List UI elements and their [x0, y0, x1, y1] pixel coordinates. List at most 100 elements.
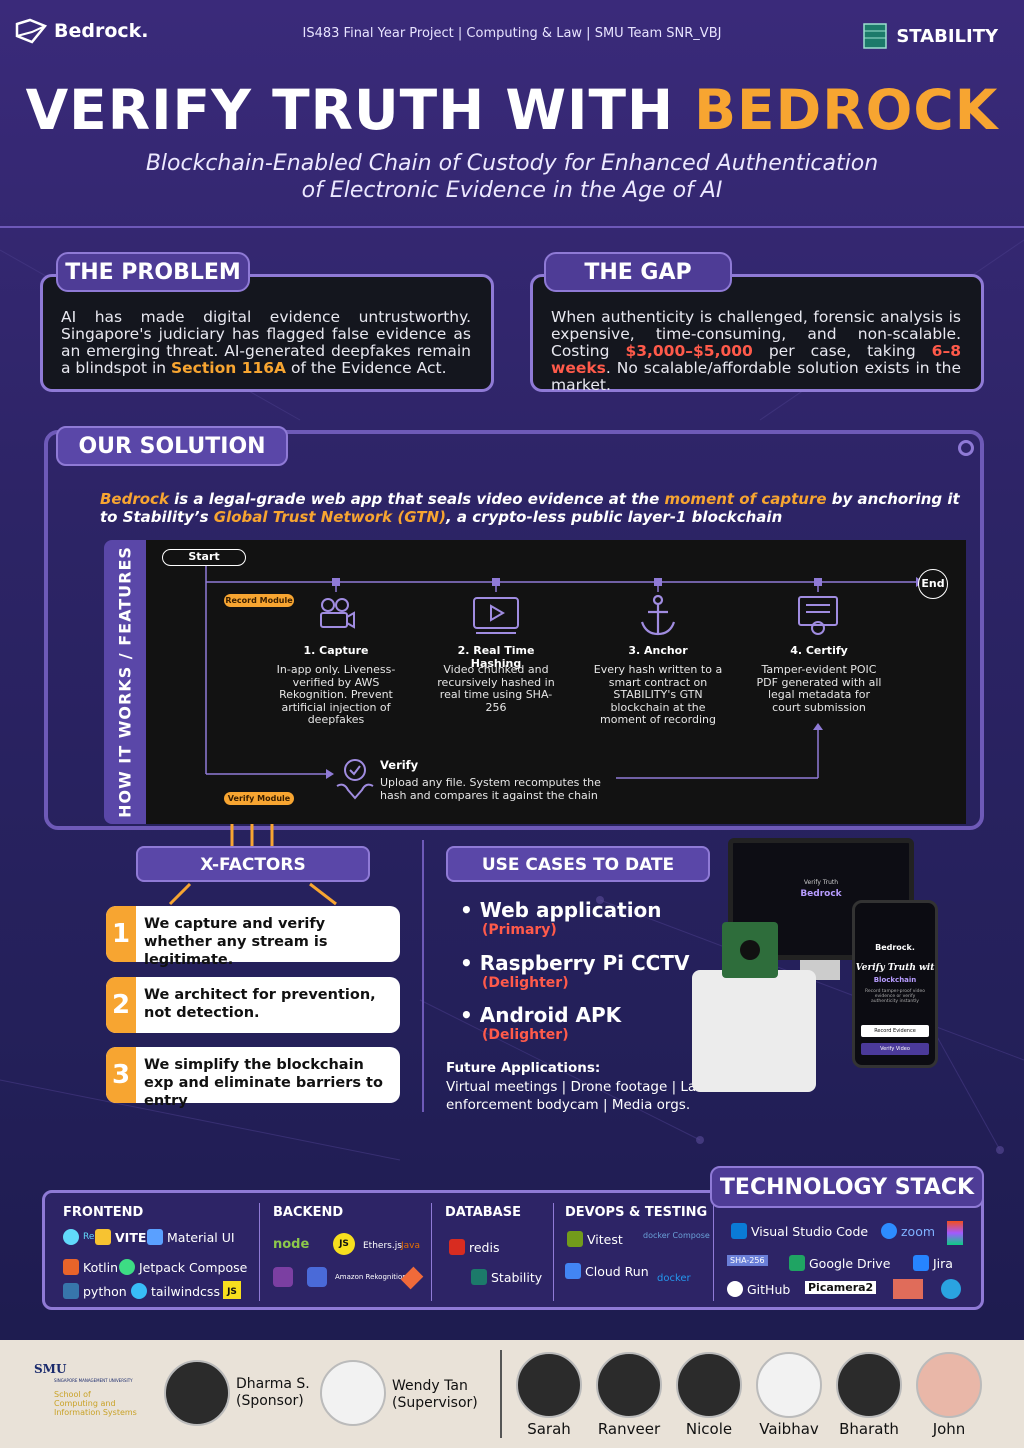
- header-subtitle: IS483 Final Year Project | Computing & L…: [302, 26, 722, 41]
- problem-heading: THE PROBLEM: [56, 252, 250, 292]
- cloudrun-label: Cloud Run: [585, 1263, 649, 1279]
- jira-label: Jira: [933, 1255, 953, 1271]
- stability-logo-text: STABILITY: [896, 25, 998, 47]
- vscode-icon: [731, 1223, 747, 1239]
- gap-text: When authenticity is challenged, forensi…: [551, 309, 961, 394]
- flow-lines: [205, 566, 924, 779]
- desc-p4: by anchoring it to Stability’s: [100, 490, 960, 526]
- vitest-icon: [567, 1231, 583, 1247]
- redis-item: redis: [449, 1239, 499, 1255]
- stability-db-label: Stability: [491, 1269, 543, 1285]
- gap-time: 6–8 weeks: [551, 342, 961, 377]
- supervisor-name: Wendy Tan: [392, 1378, 468, 1394]
- avatar: [164, 1360, 230, 1426]
- main-subtitle: Blockchain-Enabled Chain of Custody for …: [90, 150, 934, 204]
- gap-panel: When authenticity is challenged, forensi…: [530, 274, 984, 394]
- verify-title: Verify: [380, 758, 419, 772]
- team-member-name: Nicole: [685, 1420, 733, 1438]
- python-label: python: [83, 1283, 127, 1299]
- bedrock-logo: Bedrock.: [14, 18, 149, 44]
- smu-logo: SMU: [34, 1362, 67, 1376]
- monitor-brand: Bedrock: [800, 889, 842, 899]
- js-icon: JS: [223, 1281, 241, 1299]
- footer-divider: [500, 1350, 502, 1438]
- flow-diagram: Start End Record Module Verify Module 1.…: [146, 540, 966, 824]
- gap-text-b: per case, taking: [752, 342, 932, 360]
- problem-text-b: of the Evidence Act.: [286, 359, 447, 377]
- step-1-body: In-app only. Liveness-verified by AWS Re…: [276, 663, 396, 726]
- vscode-item: Visual Studio Code: [731, 1223, 868, 1239]
- video-player-icon: [473, 597, 519, 634]
- team-member-name: Bharath: [839, 1420, 899, 1438]
- frame-dot: [958, 440, 974, 456]
- gap-text-c: . No scalable/affordable solution exists…: [551, 359, 961, 394]
- gap-text-a: When authenticity is challenged, forensi…: [551, 308, 961, 360]
- stack-separator: [713, 1203, 714, 1301]
- avatar: [320, 1360, 386, 1426]
- phone-mockup: Bedrock. Verify Truth wit Blockchain Rec…: [852, 900, 938, 1068]
- usecase-label: Android APK: [479, 1003, 622, 1027]
- docker-label: docker: [657, 1273, 691, 1284]
- zoom-icon: [881, 1223, 897, 1239]
- solution-description: Bedrock is a legal-grade web app that se…: [100, 490, 960, 526]
- usecase-item: • Android APK(Delighter): [460, 1003, 622, 1043]
- vitest-item: Vitest: [567, 1231, 623, 1247]
- usecase-tag: (Delighter): [482, 1027, 569, 1043]
- step-4-title: 4. Certify: [790, 644, 848, 657]
- title-accent: BEDROCK: [694, 78, 999, 142]
- verify-body: Upload any file. System recomputes the h…: [380, 776, 601, 802]
- jira-icon: [913, 1255, 929, 1271]
- avatar: [836, 1352, 902, 1418]
- footer: SMU SINGAPORE MANAGEMENT UNIVERSITY Scho…: [0, 1340, 1024, 1448]
- verify-video-button[interactable]: Verify Video: [861, 1043, 929, 1055]
- phone-brand: Bedrock.: [875, 943, 915, 952]
- anchor-icon: [640, 594, 676, 636]
- future-label-text: Future Applications: [446, 1060, 595, 1076]
- tech-stack-heading: TECHNOLOGY STACK: [710, 1166, 984, 1208]
- section-divider: [422, 840, 424, 1112]
- redis-label: redis: [469, 1239, 500, 1255]
- smu-sub: SINGAPORE MANAGEMENT UNIVERSITY: [54, 1378, 133, 1383]
- team-member-name: Ranveer: [597, 1420, 661, 1438]
- ethers-label: Ethers.js: [363, 1241, 402, 1251]
- vite-label: VITE: [115, 1229, 147, 1245]
- avatar: [596, 1352, 662, 1418]
- usecase-tag: (Delighter): [482, 975, 569, 991]
- verify-module-badge: Verify Module: [224, 792, 294, 805]
- record-evidence-button[interactable]: Record Evidence: [861, 1025, 929, 1037]
- solution-frame: [44, 430, 984, 830]
- xfactor-number: 2: [106, 977, 136, 1033]
- main-title: VERIFY TRUTH WITH BEDROCK: [0, 78, 1024, 142]
- supervisor-role: (Supervisor): [392, 1395, 478, 1411]
- step-2-title: 2. Real Time Hashing: [457, 644, 535, 670]
- stability-logo: STABILITY: [862, 22, 998, 50]
- supervisor-info: Wendy Tan(Supervisor): [392, 1378, 478, 1412]
- github-label: GitHub: [747, 1281, 791, 1297]
- jetpack-label: Jetpack Compose: [139, 1259, 248, 1275]
- video-camera-icon: [320, 598, 355, 629]
- subtitle-line2: of Electronic Evidence in the Age of AI: [301, 178, 723, 203]
- jira-item: Jira: [913, 1255, 953, 1271]
- java-label: Java: [401, 1241, 421, 1251]
- zoom-item: zoom: [881, 1223, 935, 1239]
- sponsor-name: Dharma S.: [236, 1376, 310, 1392]
- desc-gtn: Global Trust Network (GTN): [213, 508, 446, 526]
- ethereum-icon: [400, 1266, 424, 1290]
- gap-heading: THE GAP: [544, 252, 732, 292]
- jetpack-icon: [119, 1259, 135, 1275]
- database-heading: DATABASE: [445, 1205, 521, 1220]
- vitest-label: Vitest: [587, 1231, 623, 1247]
- pixel-mascot-icon: [893, 1279, 923, 1299]
- phone-title: Verify Truth wit: [855, 963, 935, 973]
- google-drive-icon: [789, 1255, 805, 1271]
- xfactor-connectors: [168, 824, 337, 906]
- tailwind-item: tailwindcss: [131, 1283, 220, 1299]
- frontend-heading: FRONTEND: [63, 1205, 144, 1220]
- desc-moment: moment of capture: [664, 490, 827, 508]
- title-main: VERIFY TRUTH WITH: [25, 78, 695, 142]
- verify-shield-icon: [336, 759, 374, 800]
- phone-sub: Blockchain: [873, 976, 917, 984]
- python-item: python: [63, 1283, 127, 1299]
- xfactor-text: We architect for prevention, not detecti…: [144, 987, 376, 1021]
